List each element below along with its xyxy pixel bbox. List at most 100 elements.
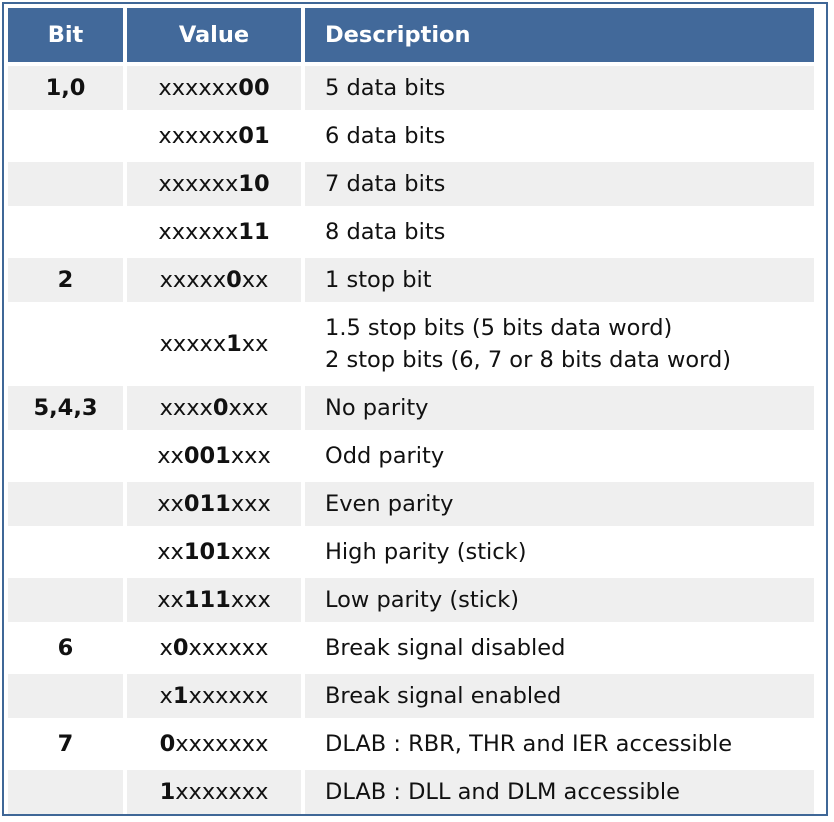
header-bit: Bit: [8, 8, 123, 62]
description-cell: Break signal disabled: [305, 626, 814, 670]
value-cell: xx101xxx: [127, 530, 301, 574]
bit-cell: [8, 114, 123, 158]
bit-cell: [8, 162, 123, 206]
value-significant-bits: 01: [238, 123, 270, 149]
value-significant-bits: 00: [238, 75, 270, 101]
description-cell: 6 data bits: [305, 114, 814, 158]
value-suffix: xxxxxxx: [175, 779, 269, 805]
bit-cell: [8, 530, 123, 574]
value-significant-bits: 101: [183, 539, 231, 565]
description-cell: 1.5 stop bits (5 bits data word) 2 stop b…: [305, 306, 814, 382]
header-row: Bit Value Description: [8, 8, 814, 62]
value-suffix: xxx: [230, 491, 271, 517]
table-row: 1,0 xxxxxx00 5 data bits: [8, 66, 814, 110]
description-cell: High parity (stick): [305, 530, 814, 574]
value-significant-bits: 001: [183, 443, 231, 469]
bit-cell: [8, 578, 123, 622]
value-suffix: xxx: [230, 443, 271, 469]
header-description: Description: [305, 8, 814, 62]
value-significant-bits: 0: [159, 731, 176, 757]
value-prefix: xx: [157, 587, 184, 613]
value-cell: xx001xxx: [127, 434, 301, 478]
value-prefix: xxxxx: [159, 267, 227, 293]
value-cell: xxxxx0xx: [127, 258, 301, 302]
value-cell: 0xxxxxxx: [127, 722, 301, 766]
description-line: 1.5 stop bits (5 bits data word): [325, 315, 673, 341]
value-prefix: x: [159, 635, 173, 661]
bit-cell: 2: [8, 258, 123, 302]
value-prefix: xxxx: [159, 395, 213, 421]
value-cell: xx111xxx: [127, 578, 301, 622]
bit-cell: 6: [8, 626, 123, 670]
value-significant-bits: 11: [238, 219, 270, 245]
value-prefix: xxxxx: [159, 331, 227, 357]
description-cell: 7 data bits: [305, 162, 814, 206]
description-line: 8 data bits: [325, 219, 446, 245]
description-cell: Odd parity: [305, 434, 814, 478]
description-cell: 1 stop bit: [305, 258, 814, 302]
bit-cell: [8, 210, 123, 254]
header-value: Value: [127, 8, 301, 62]
bit-cell: [8, 770, 123, 814]
description-line: 2 stop bits (6, 7 or 8 bits data word): [325, 347, 732, 373]
bit-cell: [8, 674, 123, 718]
description-cell: Low parity (stick): [305, 578, 814, 622]
value-significant-bits: 0: [226, 267, 242, 293]
description-line: 6 data bits: [325, 123, 446, 149]
description-cell: DLAB : DLL and DLM accessible: [305, 770, 814, 814]
value-prefix: xx: [157, 443, 184, 469]
table-row: xx101xxx High parity (stick): [8, 530, 814, 574]
description-line: DLAB : RBR, THR and IER accessible: [325, 731, 733, 757]
description-line: Break signal enabled: [325, 683, 562, 709]
description-line: 5 data bits: [325, 75, 446, 101]
table-row: xxxxxx10 7 data bits: [8, 162, 814, 206]
description-line: 7 data bits: [325, 171, 446, 197]
value-prefix: xxxxxx: [158, 75, 239, 101]
description-cell: Break signal enabled: [305, 674, 814, 718]
description-cell: No parity: [305, 386, 814, 430]
value-cell: 1xxxxxxx: [127, 770, 301, 814]
description-cell: DLAB : RBR, THR and IER accessible: [305, 722, 814, 766]
bit-cell: [8, 482, 123, 526]
value-prefix: xxxxxx: [158, 123, 239, 149]
value-suffix: xx: [241, 331, 269, 357]
bit-cell: 1,0: [8, 66, 123, 110]
value-cell: x0xxxxxx: [127, 626, 301, 670]
value-suffix: xxx: [230, 539, 271, 565]
bit-cell: 7: [8, 722, 123, 766]
table-row: x1xxxxxx Break signal enabled: [8, 674, 814, 718]
value-suffix: xxxxxx: [188, 635, 269, 661]
value-significant-bits: 10: [238, 171, 270, 197]
value-prefix: xxxxxx: [158, 219, 239, 245]
value-prefix: x: [159, 683, 173, 709]
value-suffix: xxx: [228, 395, 269, 421]
value-suffix: xxx: [230, 587, 271, 613]
table-row: xxxxxx01 6 data bits: [8, 114, 814, 158]
value-prefix: xxxxxx: [158, 171, 239, 197]
table-row: xxxxxx11 8 data bits: [8, 210, 814, 254]
description-line: High parity (stick): [325, 539, 527, 565]
table-row: xx011xxx Even parity: [8, 482, 814, 526]
value-significant-bits: 1: [159, 779, 176, 805]
table-row: xx111xxx Low parity (stick): [8, 578, 814, 622]
value-suffix: xx: [241, 267, 269, 293]
value-significant-bits: 011: [183, 491, 231, 517]
value-cell: xxxxxx01: [127, 114, 301, 158]
value-significant-bits: 0: [212, 395, 229, 421]
value-cell: xx011xxx: [127, 482, 301, 526]
description-line: No parity: [325, 395, 429, 421]
description-line: Low parity (stick): [325, 587, 520, 613]
value-cell: xxxxxx11: [127, 210, 301, 254]
description-cell: 8 data bits: [305, 210, 814, 254]
value-cell: x1xxxxxx: [127, 674, 301, 718]
description-line: Break signal disabled: [325, 635, 566, 661]
description-line: DLAB : DLL and DLM accessible: [325, 779, 680, 805]
description-line: Even parity: [325, 491, 454, 517]
value-cell: xxxx0xxx: [127, 386, 301, 430]
